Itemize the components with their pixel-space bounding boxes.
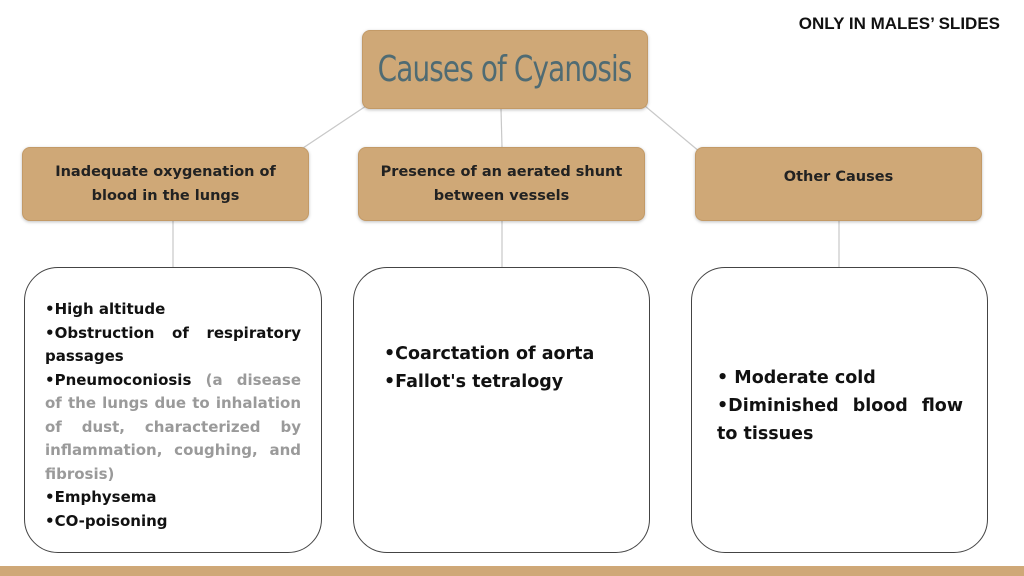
list-item: •Diminished blood flow to tissues [717, 396, 963, 444]
detail-box-other-causes: • Moderate cold •Diminished blood flow t… [691, 267, 988, 553]
category-box-other-causes: Other Causes [695, 147, 982, 221]
list-item: •CO-poisoning [45, 511, 168, 530]
list-item: •Emphysema [45, 488, 157, 506]
list-item-note: (a disease of the lungs due to inhalatio… [45, 370, 301, 483]
list-item-text: •Pneumoconiosis [45, 370, 192, 389]
list-item: • Moderate cold [717, 368, 876, 388]
list-item: •Coarctation of aorta [384, 344, 595, 364]
diagram-title: Causes of Cyanosis [378, 49, 633, 90]
slide-tag: ONLY IN MALES’ SLIDES [798, 14, 1000, 33]
category-box-inadequate-oxygenation: Inadequate oxygenation of blood in the l… [22, 147, 309, 221]
connector-title-cat3 [644, 105, 701, 153]
category-box-aerated-shunt: Presence of an aerated shunt between ves… [358, 147, 645, 221]
list-item: •High altitude [45, 300, 166, 318]
category-label: Other Causes [783, 169, 894, 185]
connector-title-cat2 [500, 108, 503, 148]
list-item: •Obstruction of respiratory passages [45, 323, 301, 366]
footer-bar [0, 566, 1024, 576]
detail-box-aerated-shunt: •Coarctation of aorta •Fallot's tetralog… [353, 267, 650, 553]
detail-box-inadequate-oxygenation: •High altitude •Obstruction of respirato… [24, 267, 322, 553]
list-item: •Pneumoconiosis (a disease of the lungs … [45, 369, 301, 487]
category-label: Inadequate oxygenation of blood in the l… [55, 164, 276, 204]
title-box: Causes of Cyanosis [362, 30, 648, 109]
list-item: •Fallot's tetralogy [384, 372, 564, 392]
connector-title-cat1 [302, 105, 367, 149]
category-label: Presence of an aerated shunt between ves… [380, 164, 623, 204]
